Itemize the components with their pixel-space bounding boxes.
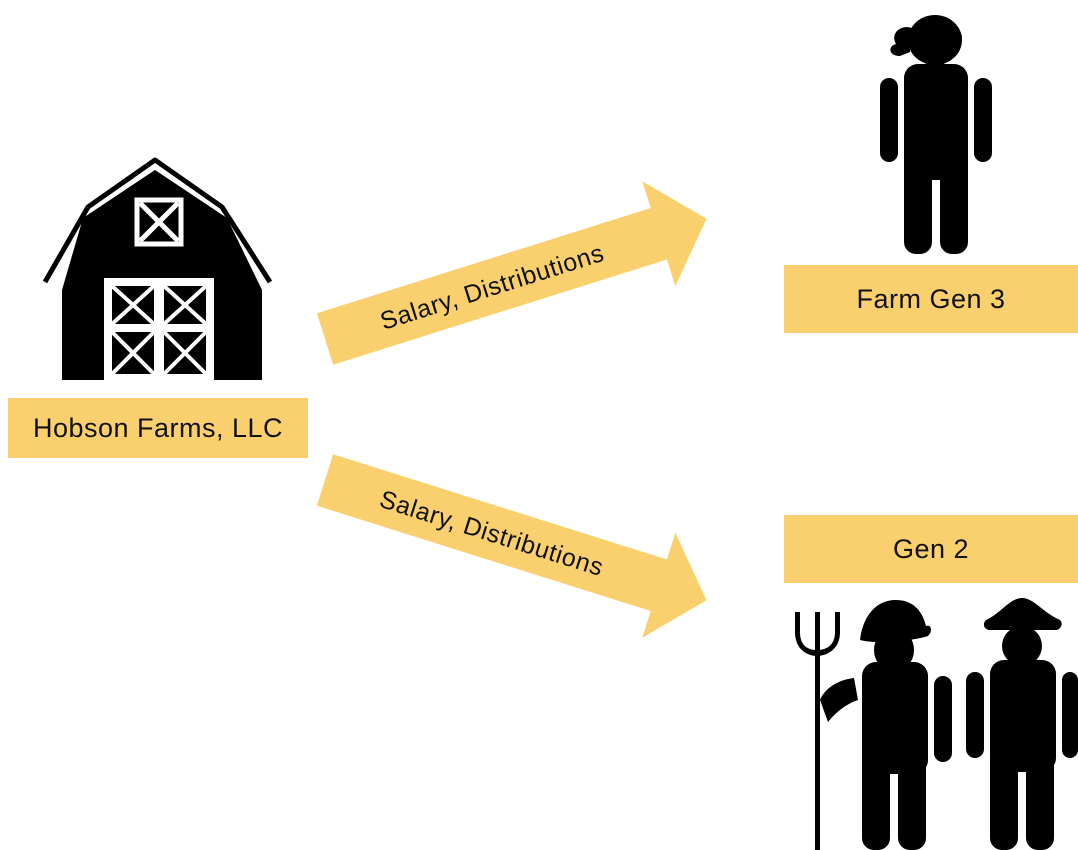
company-name: Hobson Farms, LLC bbox=[32, 412, 284, 443]
gen3-label: Farm Gen 3 bbox=[784, 265, 1078, 333]
flow-arrow-to-gen2: Salary, Distributions bbox=[316, 454, 707, 638]
flow-arrow-to-gen3: Salary, Distributions bbox=[316, 181, 707, 365]
farmers-icon bbox=[795, 598, 1078, 850]
arrow-shape bbox=[316, 454, 707, 638]
company-label: Hobson Farms, LLC bbox=[8, 398, 308, 458]
barn-icon bbox=[42, 157, 273, 380]
gen3-name: Farm Gen 3 bbox=[856, 283, 1006, 314]
gen2-name: Gen 2 bbox=[892, 533, 970, 564]
woman-icon bbox=[880, 15, 992, 254]
pitchfork-icon bbox=[795, 612, 840, 850]
gen2-label: Gen 2 bbox=[784, 515, 1078, 583]
arrow-shape bbox=[316, 181, 707, 365]
